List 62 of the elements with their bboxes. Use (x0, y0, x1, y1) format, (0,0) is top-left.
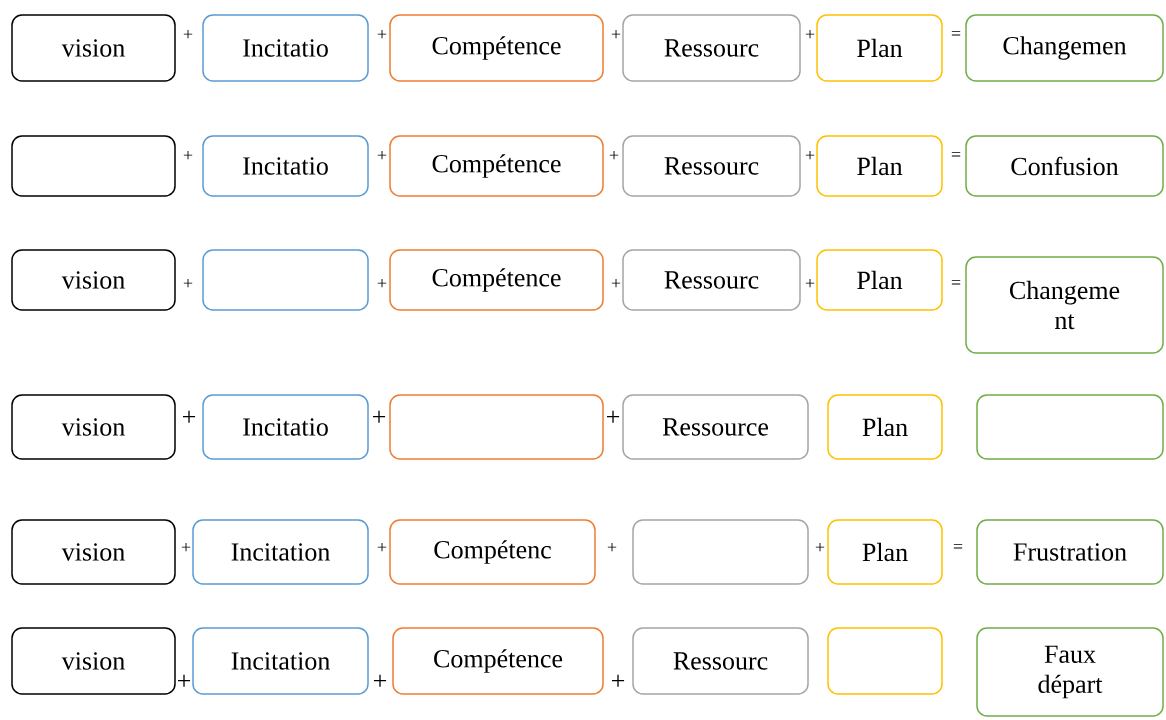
operator-sign: + (611, 29, 621, 39)
term-box: Incitation (192, 627, 369, 695)
operator-sign: = (951, 30, 961, 36)
term-box: Frustration (976, 519, 1164, 585)
term-box: Compétence (389, 14, 604, 82)
term-box: Ressourc (622, 135, 801, 197)
term-box: Incitatio (202, 135, 369, 197)
operator-sign: + (183, 150, 193, 160)
operator-sign: = (951, 279, 961, 285)
empty-box (976, 394, 1164, 460)
operator-sign: + (377, 150, 387, 160)
term-box: Incitatio (202, 394, 369, 460)
operator-sign: + (377, 542, 387, 552)
term-box: Plan (816, 14, 943, 82)
operator-sign: + (377, 278, 387, 288)
operator-sign: + (612, 674, 625, 687)
operator-sign: = (951, 151, 961, 157)
empty-box (827, 627, 943, 695)
empty-box (202, 249, 369, 311)
empty-box (11, 135, 176, 197)
operator-sign: + (805, 150, 815, 160)
term-box: vision (11, 394, 176, 460)
operator-sign: + (609, 150, 619, 160)
term-box: Compétence (389, 249, 604, 311)
term-box: Compétenc (389, 519, 596, 585)
operator-sign: + (607, 542, 617, 552)
term-box: Compétence (392, 627, 604, 695)
operator-sign: + (374, 674, 387, 687)
operator-sign: + (183, 278, 193, 288)
operator-sign: + (607, 410, 620, 423)
operator-sign: + (182, 410, 196, 423)
term-box: Changeme nt (965, 256, 1164, 354)
operator-sign: = (953, 543, 963, 549)
operator-sign: + (377, 29, 387, 39)
term-box: Ressource (622, 394, 809, 460)
operator-sign: + (805, 278, 815, 288)
term-box: Incitation (192, 519, 369, 585)
term-box: vision (11, 519, 176, 585)
operator-sign: + (373, 410, 386, 423)
term-box: vision (11, 627, 176, 695)
term-box: Plan (827, 394, 943, 460)
operator-sign: + (815, 542, 825, 552)
empty-box (389, 394, 604, 460)
term-box: Confusion (965, 135, 1164, 197)
operator-sign: + (177, 674, 191, 687)
term-box: vision (11, 249, 176, 311)
term-box: Plan (827, 519, 943, 585)
term-box: Plan (816, 135, 943, 197)
operator-sign: + (805, 29, 815, 39)
term-box: Faux départ (976, 627, 1164, 717)
empty-box (632, 519, 809, 585)
term-box: Changemen (965, 14, 1164, 82)
term-box: Ressourc (632, 627, 809, 695)
term-box: Ressourc (622, 14, 801, 82)
term-box: Incitatio (202, 14, 369, 82)
term-box: Ressourc (622, 249, 801, 311)
operator-sign: + (181, 542, 191, 552)
operator-sign: + (183, 29, 193, 39)
operator-sign: + (611, 278, 621, 288)
term-box: vision (11, 14, 176, 82)
term-box: Compétence (389, 135, 604, 197)
term-box: Plan (816, 249, 943, 311)
